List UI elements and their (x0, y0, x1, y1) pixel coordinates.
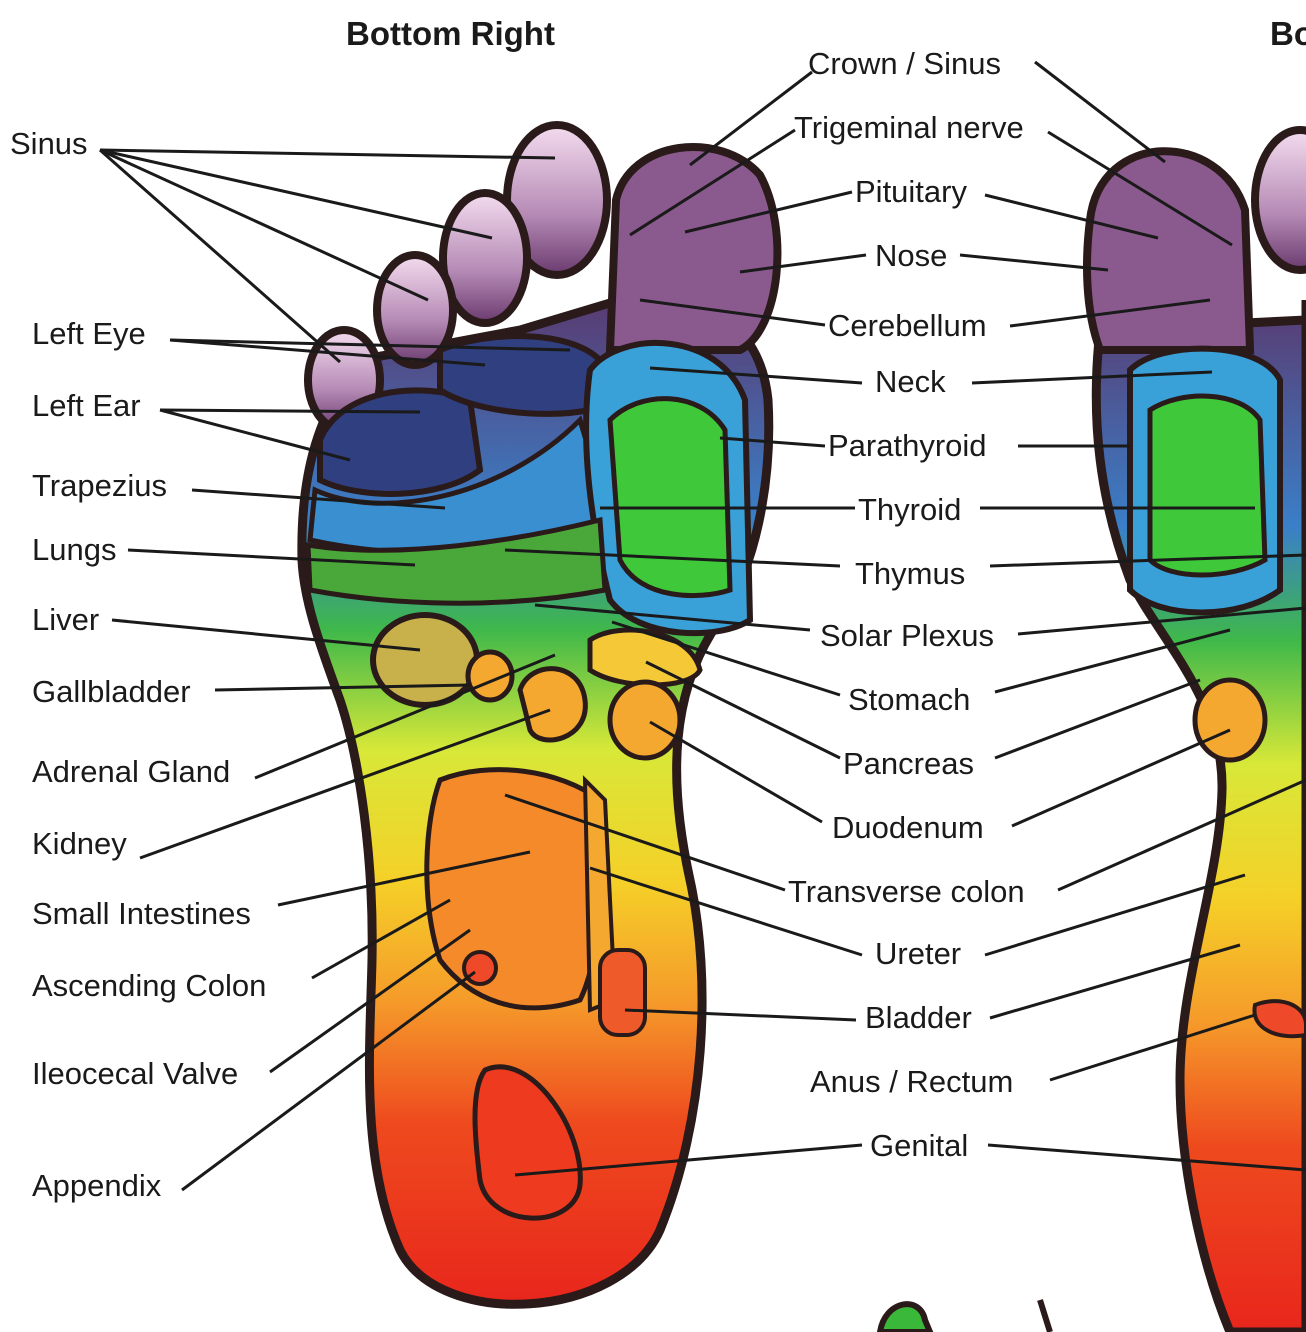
label-trigeminal-nerve: Trigeminal nerve (794, 112, 1024, 143)
label-left-eye: Left Eye (32, 318, 146, 349)
label-thymus: Thymus (855, 558, 965, 589)
decorative-leaf (880, 1304, 930, 1332)
label-ureter: Ureter (875, 938, 961, 969)
label-lungs: Lungs (32, 534, 116, 565)
title-bottom-right: Bottom Right (346, 17, 555, 50)
label-sinus: Sinus (10, 128, 88, 159)
label-ascending-colon: Ascending Colon (32, 970, 266, 1001)
label-genital: Genital (870, 1130, 968, 1161)
label-adrenal-gland: Adrenal Gland (32, 756, 230, 787)
label-solar-plexus: Solar Plexus (820, 620, 994, 651)
label-duodenum: Duodenum (832, 812, 984, 843)
label-appendix: Appendix (32, 1170, 161, 1201)
label-gallbladder: Gallbladder (32, 676, 191, 707)
label-small-intestines: Small Intestines (32, 898, 251, 929)
label-nose: Nose (875, 240, 947, 271)
label-anus-rectum: Anus / Rectum (810, 1066, 1013, 1097)
label-crown-sinus: Crown / Sinus (808, 48, 1001, 79)
label-transverse-colon: Transverse colon (788, 876, 1025, 907)
label-cerebellum: Cerebellum (828, 310, 987, 341)
label-parathyroid: Parathyroid (828, 430, 987, 461)
label-pancreas: Pancreas (843, 748, 974, 779)
label-trapezius: Trapezius (32, 470, 167, 501)
label-liver: Liver (32, 604, 99, 635)
title-right-partial: Bo (1270, 17, 1306, 50)
label-neck: Neck (875, 366, 946, 397)
great-toe-right (610, 147, 777, 350)
label-kidney: Kidney (32, 828, 127, 859)
label-left-ear: Left Ear (32, 390, 141, 421)
label-pituitary: Pituitary (855, 176, 967, 207)
label-bladder: Bladder (865, 1002, 972, 1033)
label-thyroid: Thyroid (858, 494, 961, 525)
label-ileocecal-valve: Ileocecal Valve (32, 1058, 238, 1089)
label-stomach: Stomach (848, 684, 970, 715)
